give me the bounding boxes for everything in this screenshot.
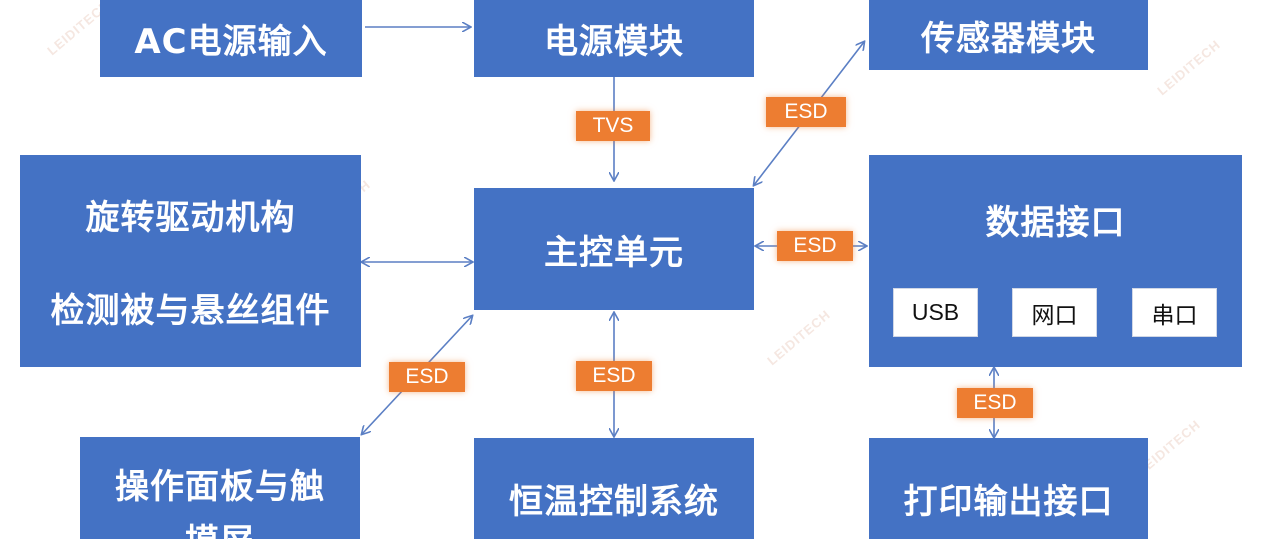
print-output-block: 打印输出接口 bbox=[869, 438, 1148, 539]
power-module-label: 电源模块 bbox=[544, 22, 684, 62]
thermostat-block: 恒温控制系统 bbox=[474, 438, 754, 539]
power-module-block: 电源模块 bbox=[474, 0, 754, 77]
sensor-module-label: 传感器模块 bbox=[921, 18, 1096, 59]
ac-input-label: AC电源输入 bbox=[134, 22, 328, 62]
operation-panel-label-line1: 操作面板与触 bbox=[115, 467, 325, 507]
tvs-tag: TVS bbox=[576, 111, 650, 141]
operation-panel-label-line2: 摸屏 bbox=[185, 514, 255, 539]
usb-port: USB bbox=[893, 288, 978, 337]
main-control-label: 主控单元 bbox=[544, 232, 684, 273]
esd-tag-sensor: ESD bbox=[766, 97, 846, 127]
print-output-label: 打印输出接口 bbox=[903, 482, 1114, 522]
main-control-block: 主控单元 bbox=[474, 188, 754, 310]
sensor-module-block: 传感器模块 bbox=[869, 0, 1148, 70]
serial-port: 串口 bbox=[1132, 288, 1217, 337]
esd-tag-data: ESD bbox=[777, 231, 853, 261]
ac-input-block: AC电源输入 bbox=[100, 0, 362, 77]
esd-tag-print: ESD bbox=[957, 388, 1033, 418]
network-port: 网口 bbox=[1012, 288, 1097, 337]
detection-assembly-label: 检测被与悬丝组件 bbox=[50, 291, 331, 331]
rotation-detection-block: 旋转驱动机构 检测被与悬丝组件 bbox=[20, 155, 361, 367]
data-interface-label: 数据接口 bbox=[985, 203, 1126, 243]
rotation-drive-label: 旋转驱动机构 bbox=[85, 198, 296, 238]
operation-panel-block: 操作面板与触 摸屏 bbox=[80, 437, 360, 539]
esd-tag-thermostat: ESD bbox=[576, 361, 652, 391]
esd-tag-panel: ESD bbox=[389, 362, 465, 392]
thermostat-label: 恒温控制系统 bbox=[509, 482, 719, 522]
